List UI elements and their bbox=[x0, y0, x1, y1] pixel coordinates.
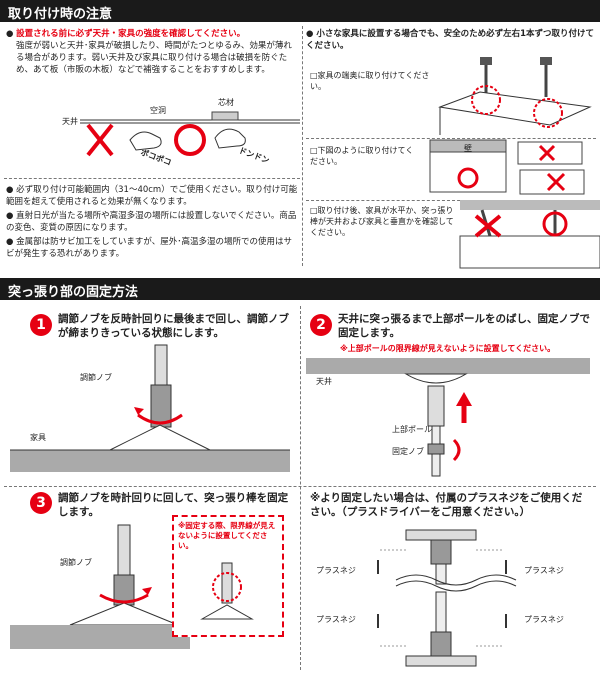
step1-text: 調節ノブを反時計回りに最後まで回し、調節ノブが締まりきっている状態にします。 bbox=[58, 313, 289, 339]
divider bbox=[306, 138, 596, 139]
check-level: □取り付け後、家具が水平か、突っ張り棒が天井および家具と垂直かを確認してください… bbox=[310, 206, 454, 237]
furniture-corner-diagram bbox=[438, 57, 592, 135]
wall-label: 壁 bbox=[464, 144, 472, 153]
screw-label-bottom-left: プラスネジ bbox=[316, 615, 356, 624]
step3-note-box: ※固定する際、限界線が見えないように設置してください。 bbox=[172, 515, 284, 637]
check-installation: □下図のように取り付けてください。 bbox=[310, 146, 414, 166]
divider-vertical bbox=[300, 306, 301, 670]
note-small-furniture: ● 小さな家具に設置する場合でも、安全のため必ず左右1本ずつ取り付けてください。 bbox=[306, 29, 595, 51]
bullet-strength: ● 設置される前に必ず天井・家具の強度を確認してください。 強度が弱いと天井･家… bbox=[6, 29, 292, 75]
bullet-rust: ● 金属部は防サビ加工をしていますが、屋外･高温多湿の場所での使用はサビが発生す… bbox=[6, 237, 292, 259]
hollow-label: 空洞 bbox=[150, 106, 166, 115]
step2-text: 天井に突っ張るまで上部ポールをのばし、固定ノブで固定します。 bbox=[338, 313, 590, 339]
step-number-3: 3 bbox=[30, 492, 52, 514]
stud-label: 芯材 bbox=[218, 98, 234, 107]
step2-diagram bbox=[306, 358, 590, 477]
screw-label-bottom-right: プラスネジ bbox=[524, 615, 564, 624]
screw-label-top-right: プラスネジ bbox=[524, 566, 564, 575]
level-check-diagram bbox=[459, 200, 600, 269]
step3-text: 調節ノブを時計回りに回して、突っ張り棒を固定します。 bbox=[58, 492, 289, 518]
section-header-precautions: 取り付け時の注意 bbox=[0, 0, 600, 22]
step1-knob-label: 調節ノブ bbox=[80, 373, 112, 382]
section-header-fixing: 突っ張り部の固定方法 bbox=[0, 278, 600, 300]
step2-note: ※上部ポールの限界線が見えないように設置してください。 bbox=[340, 344, 556, 353]
ceiling-label: 天井 bbox=[62, 117, 78, 126]
divider bbox=[306, 200, 596, 201]
step3-diagram bbox=[10, 524, 190, 649]
step4-diagram bbox=[377, 529, 517, 667]
step2-ceiling-label: 天井 bbox=[316, 377, 332, 386]
ceiling-diagram bbox=[80, 111, 300, 157]
bullet-sunlight: ● 直射日光が当たる場所や高湿多湿の場所には設置しないでください。商品の変色、変… bbox=[6, 211, 297, 233]
step1-diagram bbox=[10, 344, 290, 472]
step3-knob-label: 調節ノブ bbox=[60, 558, 92, 567]
step2-pole-label: 上部ポール bbox=[392, 425, 432, 434]
installation-diagram bbox=[429, 139, 585, 195]
divider bbox=[4, 178, 300, 179]
divider bbox=[4, 486, 596, 487]
step3-detail-diagram bbox=[200, 562, 254, 620]
step2-knob-label: 固定ノブ bbox=[392, 447, 424, 456]
bullet-range: ● 必ず取り付け可能範囲内（31～40cm）でご使用ください。取り付け可能範囲を… bbox=[6, 185, 298, 207]
step4-text: ※より固定したい場合は、付属のプラスネジをご使用ください。（プラスドライバーをご… bbox=[310, 492, 583, 518]
step-number-1: 1 bbox=[30, 314, 52, 336]
screw-label-top-left: プラスネジ bbox=[316, 566, 356, 575]
step-number-2: 2 bbox=[310, 314, 332, 336]
check-back-edge: □家具の端奥に取り付けてください。 bbox=[310, 71, 430, 91]
divider-vertical bbox=[302, 26, 303, 266]
step1-furniture-label: 家具 bbox=[30, 433, 46, 442]
